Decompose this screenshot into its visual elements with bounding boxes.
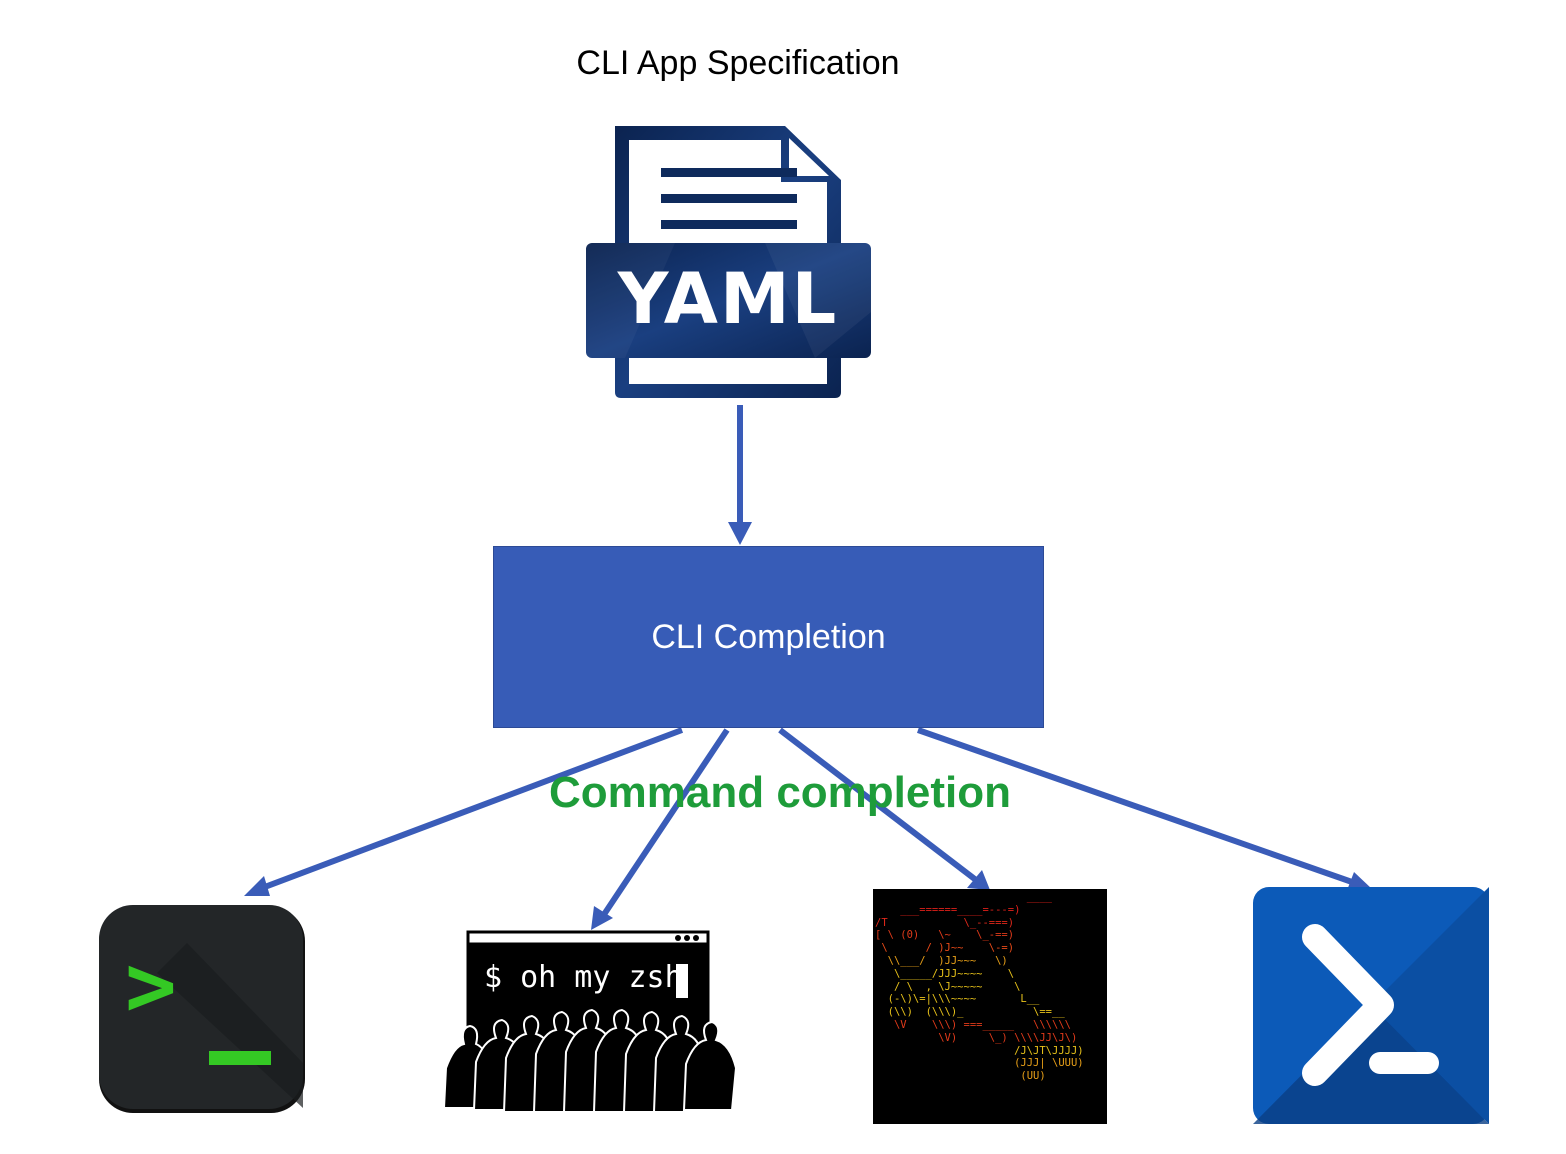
command-completion-label: Command completion [548,768,1012,817]
oh-my-zsh-text: $ oh my zsh [484,960,683,995]
terminal-icon: > [99,905,305,1113]
arrow-completion-to-terminal-head [244,876,270,896]
arrow-yaml-to-completion-head [728,522,752,545]
arrow-completion-to-powershell [917,727,1353,885]
arrow-completion-to-bash [778,727,978,883]
cli-completion-box: CLI Completion [493,546,1044,728]
yaml-file-icon [586,126,871,398]
bash-ascii-art: ____ ___======____=---=) /T \_--===) [ \… [875,891,1084,1083]
terminal-prompt-glyph: > [125,936,177,1036]
arrow-completion-to-zsh [600,728,730,918]
bash-ascii-art-icon: ____ ___======____=---=) /T \_--===) [ \… [873,889,1107,1124]
arrow-completion-to-zsh-head [591,906,613,930]
arrow-completion-to-terminal [260,727,684,891]
oh-my-zsh-icon [442,930,738,1113]
yaml-label: YAML [617,258,839,340]
crowd-silhouette [442,1008,738,1113]
arrow-completion-to-bash-head [967,870,990,890]
terminal-cursor-glyph [209,1051,271,1065]
diagram-title: CLI App Specification [576,44,900,82]
cli-completion-label: CLI Completion [651,617,886,656]
powershell-icon [1253,887,1489,1124]
